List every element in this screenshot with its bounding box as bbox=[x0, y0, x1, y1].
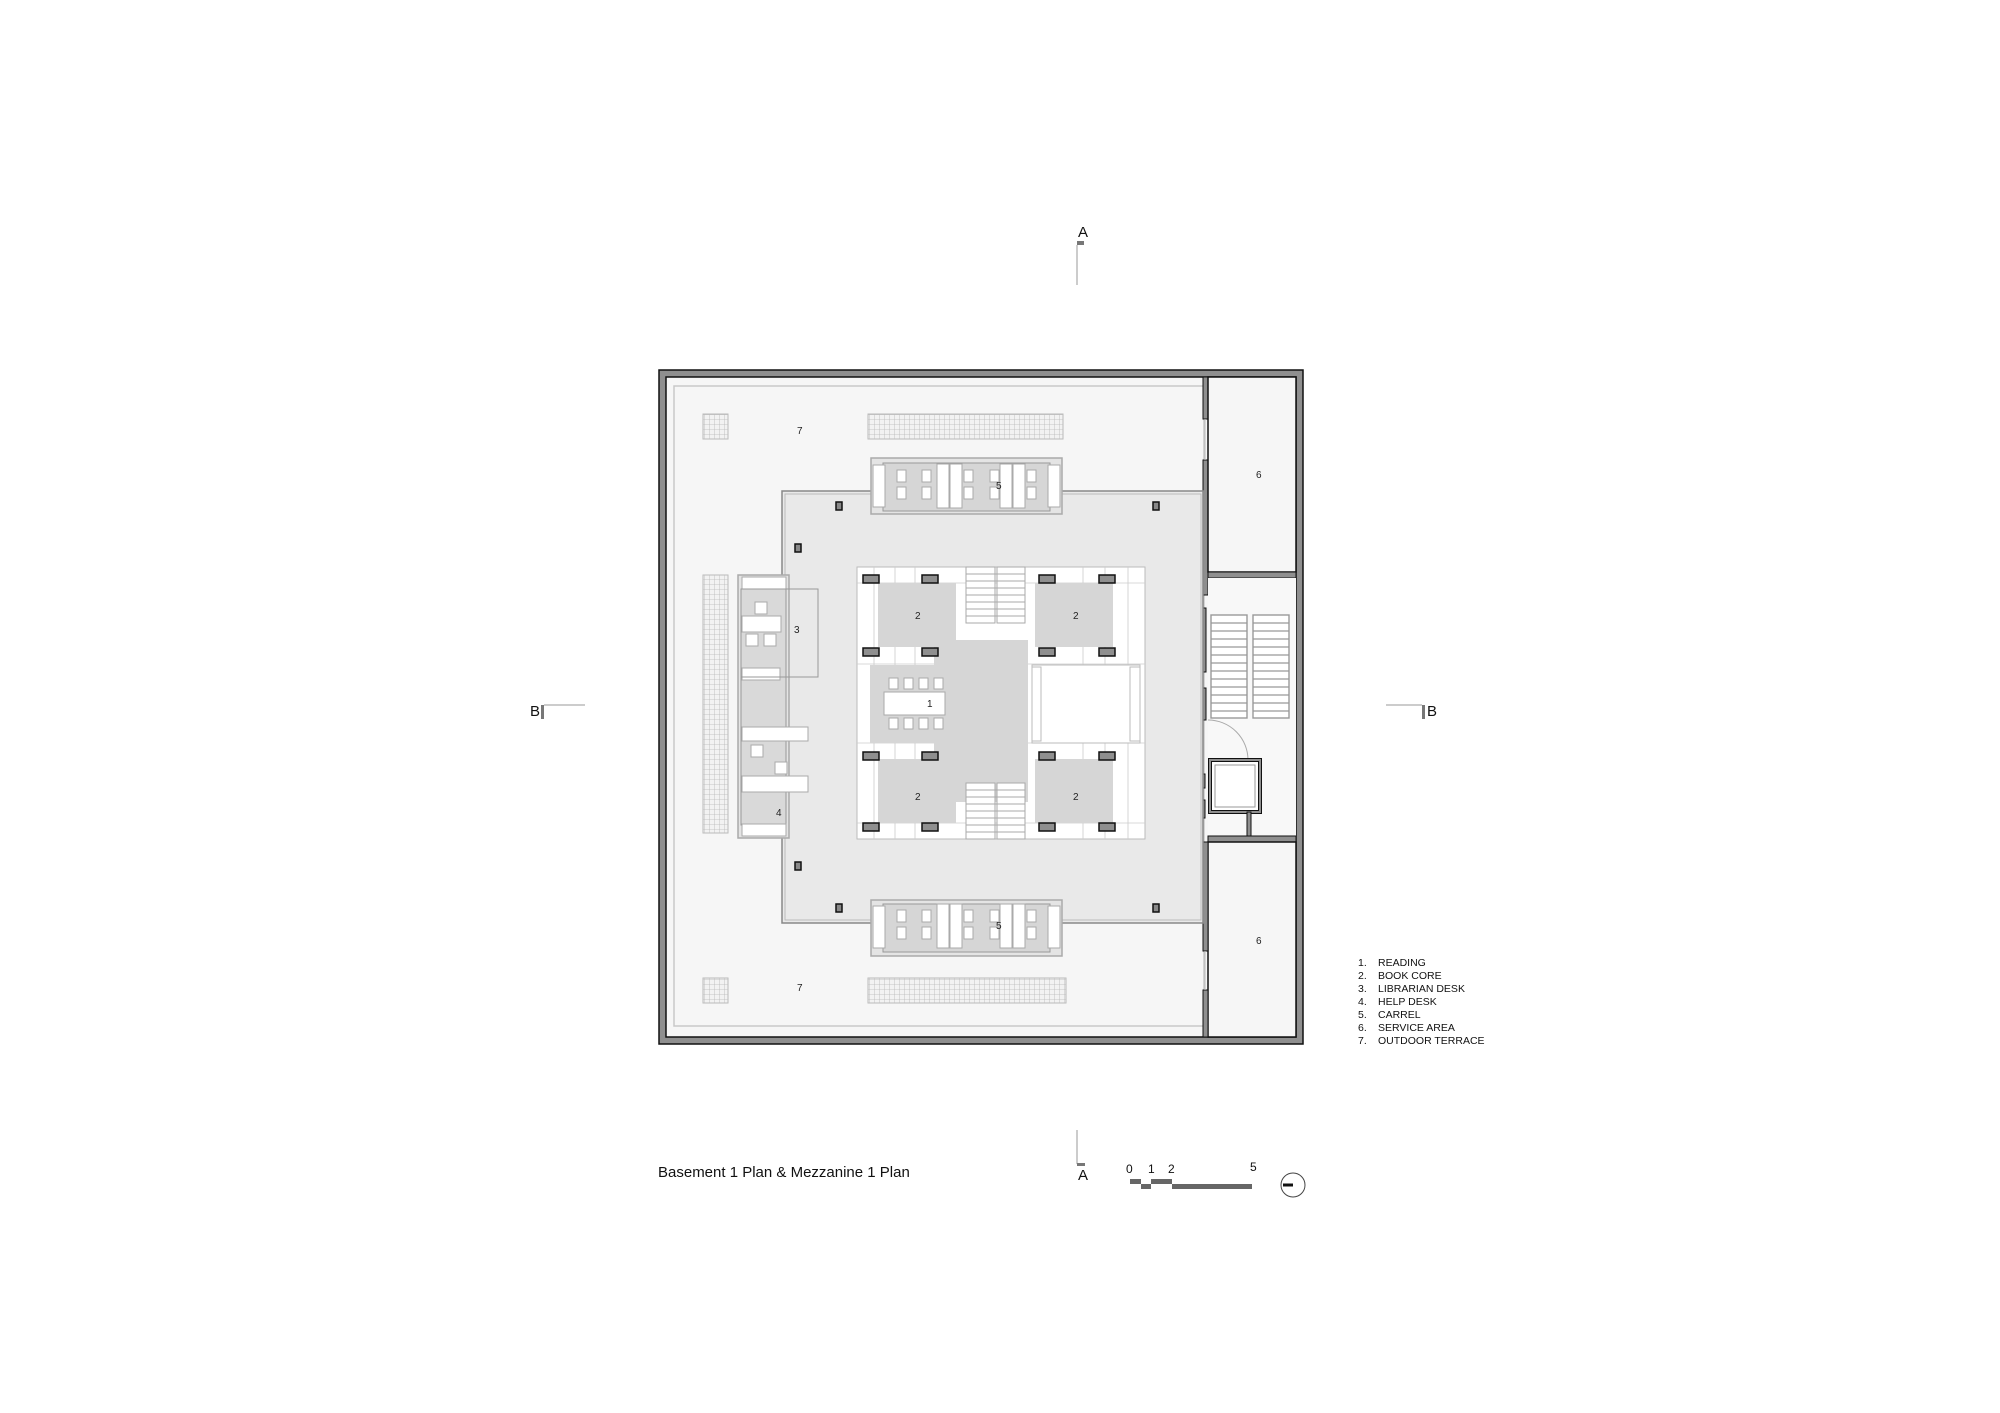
legend-item: 1.READING bbox=[1358, 957, 1426, 969]
section-label-a-bottom: A bbox=[1078, 1167, 1089, 1184]
scale-tick-1: 1 bbox=[1148, 1162, 1155, 1176]
legend-item: 4.HELP DESK bbox=[1358, 996, 1437, 1008]
legend-item: 2.BOOK CORE bbox=[1358, 970, 1442, 982]
section-marker-b-left bbox=[541, 704, 585, 719]
room-tag-book-core-ne: 2 bbox=[1073, 611, 1079, 622]
room-tag-service-area-south: 6 bbox=[1256, 936, 1262, 947]
terrace-grates bbox=[702, 413, 1067, 1004]
scale-bar bbox=[1130, 1179, 1252, 1189]
room-tag-outdoor-terrace-north: 7 bbox=[797, 426, 803, 437]
room-tag-carrel-north: 5 bbox=[996, 481, 1002, 492]
legend: 1.READING 2.BOOK CORE 3.LIBRARIAN DESK 4… bbox=[1358, 957, 1485, 1048]
section-label-a-top: A bbox=[1078, 224, 1089, 241]
drawing-title: Basement 1 Plan & Mezzanine 1 Plan bbox=[658, 1164, 910, 1181]
scale-tick-5: 5 bbox=[1250, 1160, 1257, 1174]
section-marker-a-top bbox=[1076, 241, 1084, 285]
scale-tick-0: 0 bbox=[1126, 1162, 1133, 1176]
room-tag-service-area-north: 6 bbox=[1256, 470, 1262, 481]
legend-item: 5.CARREL bbox=[1358, 1009, 1421, 1021]
section-marker-a-bottom bbox=[1076, 1130, 1085, 1166]
room-tag-book-core-sw: 2 bbox=[915, 792, 921, 803]
room-tag-help-desk: 4 bbox=[776, 808, 782, 819]
room-tag-carrel-south: 5 bbox=[996, 921, 1002, 932]
section-label-b-right: B bbox=[1427, 703, 1438, 720]
room-tag-book-core-nw: 2 bbox=[915, 611, 921, 622]
room-tag-book-core-se: 2 bbox=[1073, 792, 1079, 803]
service-area-south bbox=[1202, 841, 1297, 1038]
carrel-north: 5 bbox=[870, 457, 1063, 515]
stair-core bbox=[1199, 578, 1297, 843]
service-area-north bbox=[1207, 376, 1297, 579]
small-columns bbox=[794, 501, 1160, 913]
room-tag-outdoor-terrace-south: 7 bbox=[797, 983, 803, 994]
book-core-block: 2 2 2 2 1 bbox=[856, 566, 1146, 840]
legend-item: 6.SERVICE AREA bbox=[1358, 1022, 1455, 1034]
north-arrow-icon bbox=[1280, 1172, 1306, 1198]
scale-tick-2: 2 bbox=[1168, 1162, 1175, 1176]
room-tag-reading: 1 bbox=[927, 699, 933, 710]
desk-pod-west: 3 4 bbox=[737, 574, 819, 839]
room-tag-librarian-desk: 3 bbox=[794, 625, 800, 636]
legend-item: 3.LIBRARIAN DESK bbox=[1358, 983, 1465, 995]
section-marker-b-right bbox=[1386, 704, 1425, 719]
section-label-b-left: B bbox=[530, 703, 541, 720]
legend-item: 7.OUTDOOR TERRACE bbox=[1358, 1035, 1485, 1047]
carrel-south: 5 bbox=[870, 899, 1063, 957]
